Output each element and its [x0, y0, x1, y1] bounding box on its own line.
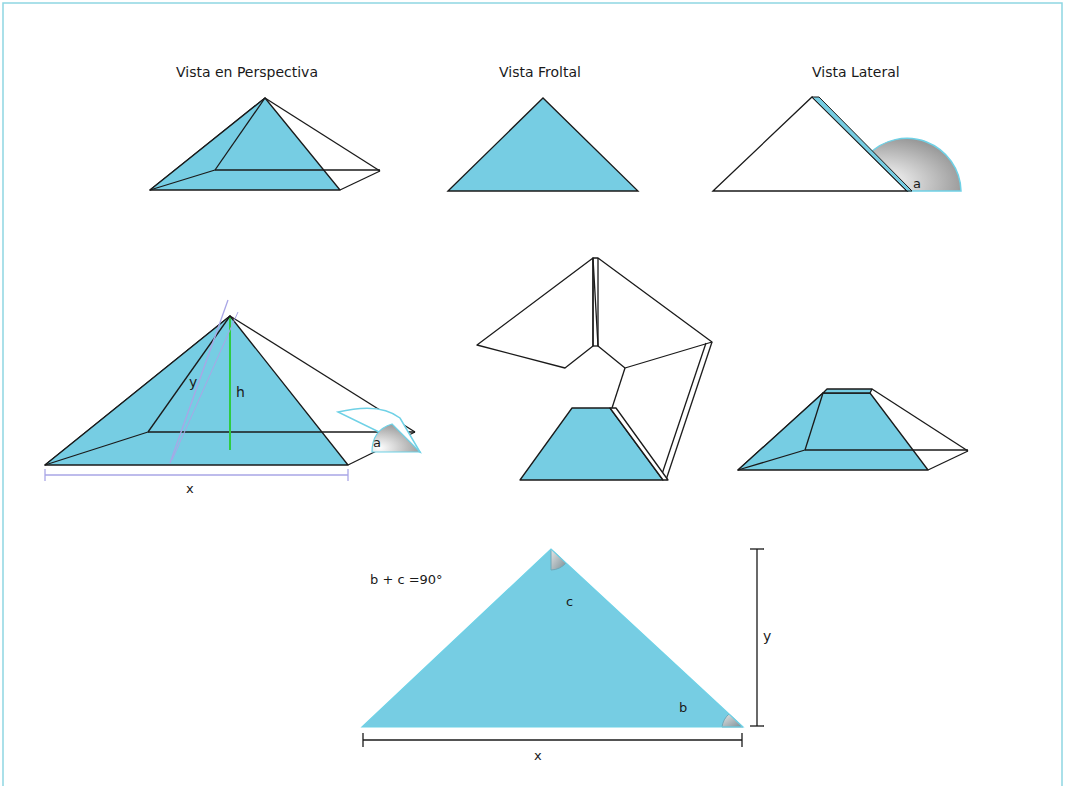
dimension-label: h	[236, 384, 245, 400]
view-title: Vista Froltal	[499, 64, 581, 80]
dimension-label: y	[763, 628, 771, 644]
view-title: Vista Lateral	[812, 64, 900, 80]
angle-label: b	[679, 700, 687, 716]
angle-label: c	[566, 594, 573, 610]
view-title: Vista en Perspectiva	[176, 64, 318, 80]
formula-note: b + c =90°	[370, 572, 443, 588]
dimension-label: x	[186, 481, 194, 497]
dimension-label: x	[534, 748, 542, 764]
angle-label: a	[913, 176, 921, 192]
angle-label: a	[373, 435, 381, 451]
dimension-label: y	[189, 374, 197, 390]
